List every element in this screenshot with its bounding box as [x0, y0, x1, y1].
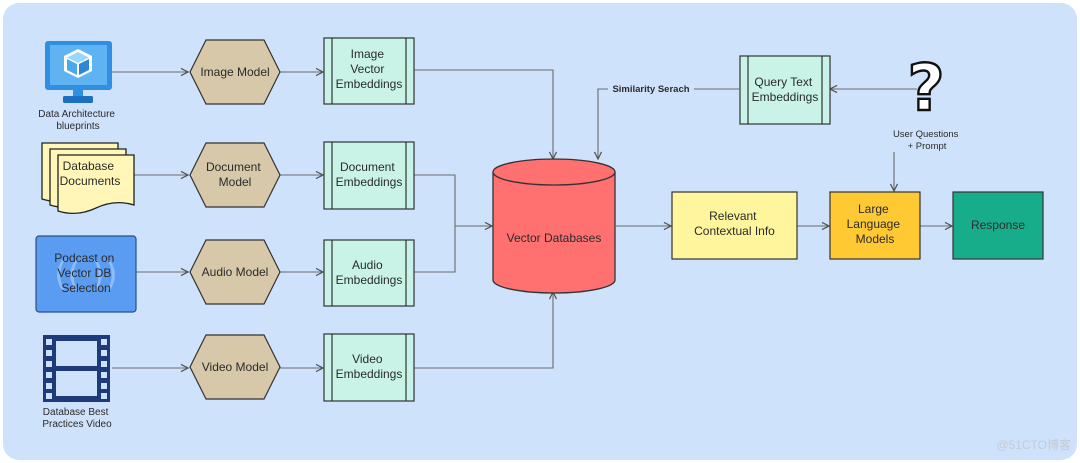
query-embeddings-box: Query Text Embeddings — [739, 55, 831, 125]
similarity-search-label: Similarity Serach — [608, 81, 694, 96]
document-source-label: Database Documents — [60, 159, 121, 188]
azure-cube-monitor-icon — [45, 41, 112, 103]
image-embeddings-box: Image Vector Embeddings — [323, 37, 415, 105]
vector-database-label: Vector Databases — [507, 231, 602, 245]
video-model-label: Video Model — [202, 360, 269, 374]
image-model-hexagon: Image Model — [189, 39, 281, 105]
arrow-query-embeddings-to-db — [598, 88, 739, 159]
document-model-label: Document Model — [206, 160, 264, 189]
svg-text:((·)): ((·)) — [54, 255, 118, 295]
user-question-label: User Questions + Prompt — [893, 129, 961, 152]
film-strip-icon — [43, 335, 110, 402]
image-source-label: Data Architecture blueprints — [38, 109, 118, 132]
arrow-video-embeddings-to-db — [414, 292, 553, 369]
document-embeddings-label: Document Embeddings — [336, 160, 403, 189]
arrow-document-embeddings-to-db — [414, 174, 492, 226]
arrow-image-embeddings-to-db — [414, 69, 553, 159]
question-mark-icon: ? — [906, 51, 946, 127]
llm-box: Large Language Models — [829, 191, 921, 260]
audio-model-label: Audio Model — [202, 265, 269, 279]
relevant-info-label: Relevant Contextual Info — [694, 209, 775, 238]
image-model-label: Image Model — [200, 65, 269, 79]
document-stack-icon — [41, 142, 135, 215]
watermark: @51CTO博客 — [996, 437, 1071, 452]
response-box: Response — [952, 191, 1044, 260]
video-model-hexagon: Video Model — [189, 334, 281, 400]
svg-text:?: ? — [907, 52, 944, 126]
video-source-label: Database Best Practices Video — [42, 407, 112, 430]
query-embeddings-label: Query Text Embeddings — [752, 75, 819, 104]
podcast-icon: ((·)) — [35, 235, 137, 313]
audio-model-hexagon: Audio Model — [189, 239, 281, 305]
audio-embeddings-label: Audio Embeddings — [336, 258, 403, 287]
video-embeddings-label: Video Embeddings — [336, 352, 403, 381]
audio-embeddings-box: Audio Embeddings — [323, 239, 415, 307]
audio-source-label: Podcast on Vector DB Selection — [54, 251, 117, 295]
document-embeddings-box: Document Embeddings — [323, 141, 415, 210]
relevant-info-box: Relevant Contextual Info — [671, 191, 798, 260]
document-model-hexagon: Document Model — [189, 142, 281, 208]
image-embeddings-label: Image Vector Embeddings — [336, 47, 403, 91]
arrow-audio-embeddings-to-db — [414, 226, 456, 273]
similarity-search-text: Similarity Serach — [612, 84, 689, 95]
response-label: Response — [971, 218, 1025, 232]
video-embeddings-box: Video Embeddings — [323, 333, 415, 402]
vector-database-cylinder: Vector Databases — [492, 158, 616, 294]
connectors — [112, 70, 952, 368]
llm-label: Large Language Models — [847, 202, 904, 246]
